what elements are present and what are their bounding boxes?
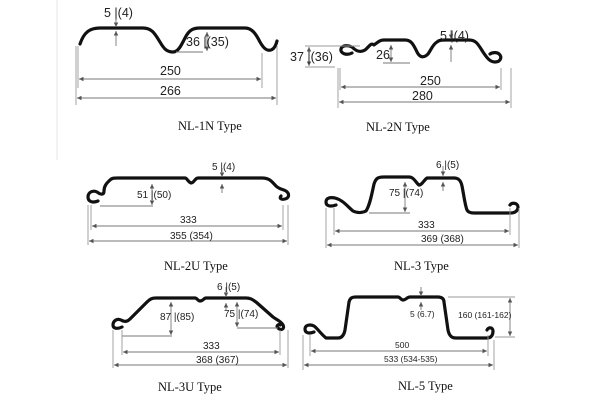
nl-1n-thickness-label: 5 |(4) [104,6,133,20]
nl-1n-height-label: 36 |(35) [186,35,229,49]
nl-3-overall-label: 369 (368) [421,234,464,245]
nl-2n-pitch-label: 250 [420,74,441,88]
nl-1n-shape [78,26,279,54]
nl-2u-overall-label: 355 (354) [170,231,213,242]
nl-2u-thickness-label: 5 |(4) [212,162,235,173]
profile-nl-3: 6 |(5) 75 |(74) 333 369 (368) NL-3 Type [324,160,520,273]
profile-nl-3u: 6 |(5) 87 |(85) 75 |(74) 333 368 (367) N… [111,282,289,394]
nl-3-thickness-label: 6 |(5) [436,160,459,171]
nl-3u-thickness-label: 6 |(5) [217,282,240,293]
nl-3-height-label: 75 |(74) [389,188,423,199]
nl-5-overall-label: 533 (534-535) [384,354,438,364]
nl-2n-depth-label: 26 [376,48,390,62]
profile-nl-5: 5 (6.7) 160 (161-162) 500 533 (534-535) … [302,287,515,393]
nl-3-shape [324,175,520,215]
nl-1n-caption: NL-1N Type [178,119,242,133]
nl-5-pitch-label: 500 [395,340,409,350]
nl-2n-total-height-label: 37 |(36) [290,50,333,64]
profile-nl-2u: 5 |(4) 51 |(50) 333 355 (354) NL-2U Type [86,162,291,273]
nl-2u-caption: NL-2U Type [164,259,228,273]
nl-3u-overall-label: 368 (367) [196,355,239,366]
nl-2n-overall-label: 280 [412,89,433,103]
nl-5-thickness-label: 5 (6.7) [410,309,435,319]
nl-2n-caption: NL-2N Type [366,120,430,134]
profile-nl-1n: 5 |(4) 36 |(35) 250 266 NL-1N Type [75,6,279,133]
nl-2n-shape [339,38,503,64]
nl-2u-shape [86,176,291,204]
nl-3-pitch-label: 333 [418,220,435,231]
nl-3u-caption: NL-3U Type [158,380,222,394]
nl-3u-inner-height-label: 75 |(74) [224,309,258,320]
nl-1n-pitch-label: 250 [160,64,181,78]
nl-2u-pitch-label: 333 [180,215,197,226]
nl-3-caption: NL-3 Type [394,259,449,273]
nl-1n-overall-label: 266 [160,84,181,98]
nl-3u-shape [111,296,286,332]
nl-5-height-label: 160 (161-162) [458,310,512,320]
nl-5-caption: NL-5 Type [398,379,453,393]
nl-5-shape [303,295,495,340]
profile-nl-2n: 37 |(36) 26 5 |(4) 250 280 NL-2N Type [290,29,512,134]
nl-2u-height-label: 51 |(50) [137,190,171,201]
nl-3u-height-label: 87 |(85) [160,312,194,323]
nl-3u-pitch-label: 333 [203,341,220,352]
nl-2n-thickness-label: 5 |(4) [440,29,469,43]
